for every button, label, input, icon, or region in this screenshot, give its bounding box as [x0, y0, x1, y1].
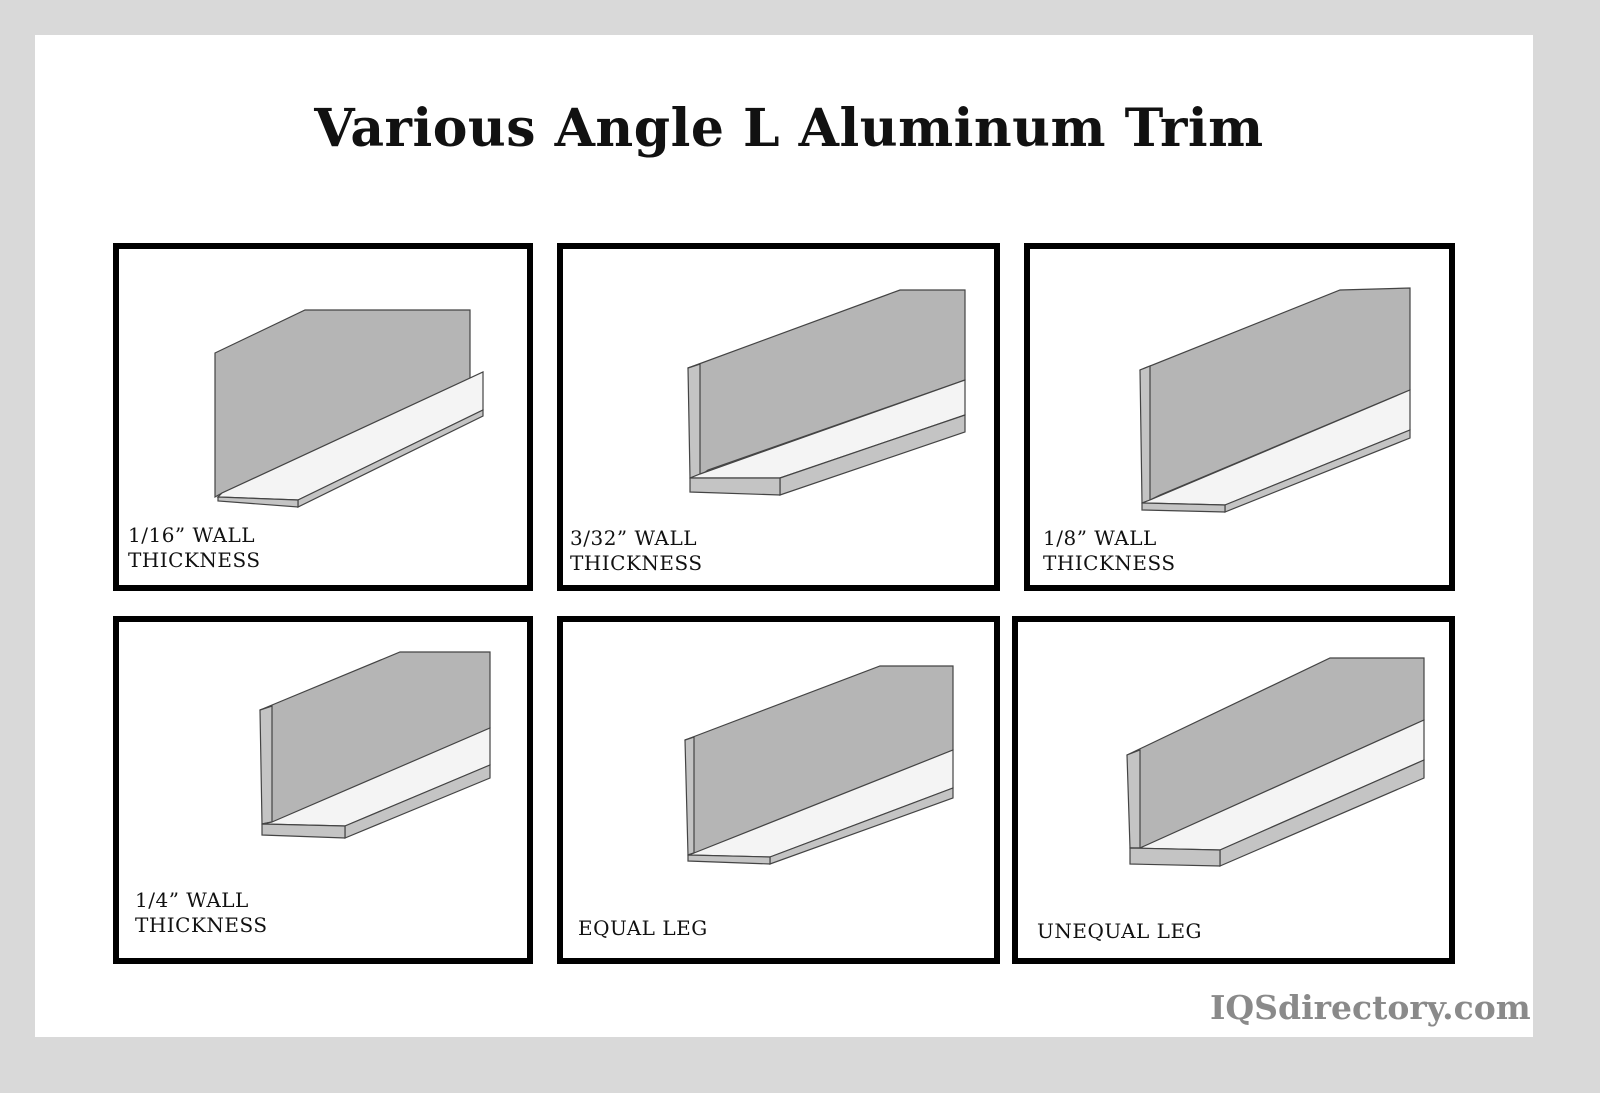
- panel-label: EQUAL LEG: [578, 916, 708, 941]
- label-line: 1/16” WALL: [128, 523, 256, 547]
- label-line: THICKNESS: [570, 551, 703, 575]
- panel-label: 1/4” WALL THICKNESS: [135, 888, 268, 938]
- label-line: EQUAL LEG: [578, 916, 708, 940]
- panel-label: 1/8” WALL THICKNESS: [1043, 526, 1176, 576]
- label-line: 1/4” WALL: [135, 888, 249, 912]
- panel-label: 1/16” WALL THICKNESS: [128, 523, 261, 573]
- angle-1-4: [259, 651, 491, 839]
- panel-label: UNEQUAL LEG: [1037, 919, 1202, 944]
- angle-1-8: [1139, 287, 1411, 513]
- angle-unequal-leg: [1126, 657, 1425, 867]
- label-line: 3/32” WALL: [570, 526, 698, 550]
- label-line: 1/8” WALL: [1043, 526, 1157, 550]
- page-title: Various Angle L Aluminum Trim: [314, 98, 1264, 159]
- brand-watermark: IQSdirectory.com: [1210, 988, 1531, 1027]
- angle-3-32: [687, 289, 966, 496]
- label-line: UNEQUAL LEG: [1037, 919, 1203, 943]
- angle-1-16: [214, 309, 484, 508]
- label-line: THICKNESS: [135, 913, 268, 937]
- panel-label: 3/32” WALL THICKNESS: [570, 526, 703, 576]
- label-line: THICKNESS: [1043, 551, 1176, 575]
- angle-equal-leg: [684, 665, 954, 865]
- label-line: THICKNESS: [128, 548, 261, 572]
